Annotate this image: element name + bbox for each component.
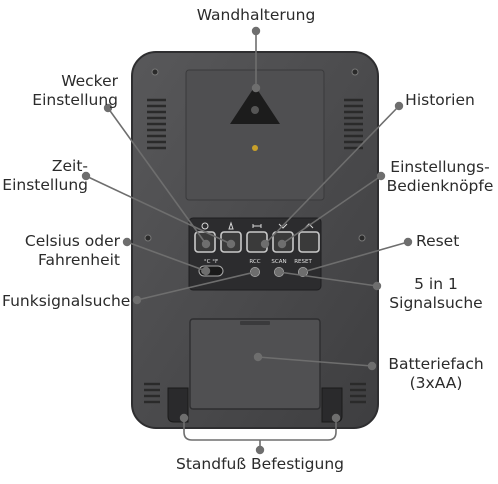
battery-latch	[240, 321, 270, 325]
label-stand-text: Standfuß Befestigung	[176, 455, 344, 473]
leader-dots	[81, 26, 413, 455]
label-celsius-fahrenheit: Celsius oder Fahrenheit	[2, 232, 120, 270]
reset-text: RESET	[294, 259, 312, 265]
label-reset-text: Reset	[416, 232, 460, 250]
label-signal-line1: 5 in 1	[414, 275, 458, 293]
chevron-down-icon	[278, 223, 288, 229]
button-panel	[188, 217, 322, 291]
label-alarm-setting: Wecker Einstellung	[4, 72, 118, 110]
vent-grille-left-bottom	[144, 382, 160, 404]
vent-grille-right-bottom	[350, 382, 366, 404]
upper-panel	[185, 69, 325, 201]
vent-grille-right-top	[344, 98, 363, 150]
label-wall-mount: Wandhalterung	[193, 6, 319, 25]
label-radio-search: Funksignalsuche	[2, 292, 136, 311]
label-stand: Standfuß Befestigung	[150, 455, 370, 474]
label-signal-search: 5 in 1 Signalsuche	[384, 275, 488, 313]
rcc-text: RCC	[249, 259, 260, 265]
label-alarm-line2: Einstellung	[32, 91, 118, 109]
bell-icon	[228, 221, 234, 230]
switch-text: °C °F	[204, 259, 218, 265]
vent-grille-left-top	[147, 98, 166, 150]
label-wall-mount-text: Wandhalterung	[196, 6, 316, 24]
label-celsius-line2: Fahrenheit	[38, 251, 120, 269]
label-time-line1: Zeit-	[51, 157, 88, 175]
label-battery-line2: (3xAA)	[409, 374, 463, 392]
label-battery: Batteriefach (3xAA)	[380, 355, 492, 393]
label-battery-line1: Batteriefach	[388, 355, 484, 373]
label-radio-search-text: Funksignalsuche	[2, 292, 131, 310]
label-alarm-line1: Wecker	[61, 72, 118, 90]
label-settings-buttons: Einstellungs- Bedienknöpfe	[384, 158, 496, 196]
wall-mount-hook	[230, 86, 280, 151]
label-time-setting: Zeit- Einstellung	[0, 157, 88, 195]
label-history: Historien	[388, 91, 492, 110]
battery-compartment	[189, 318, 321, 410]
leader-lines	[85, 32, 409, 450]
scan-text: SCAN	[271, 259, 286, 265]
history-icon	[252, 224, 262, 228]
label-reset: Reset	[416, 232, 476, 251]
up-button[interactable]	[298, 231, 320, 253]
screw-holes	[144, 68, 366, 242]
label-celsius-line1: Celsius oder	[24, 232, 120, 250]
clock-icon	[201, 222, 209, 230]
label-settings-line2: Bedienknöpfe	[386, 177, 494, 195]
label-history-text: Historien	[405, 91, 475, 109]
stand-feet	[167, 387, 343, 423]
label-time-line2: Einstellung	[2, 176, 88, 194]
label-settings-line1: Einstellungs-	[390, 158, 490, 176]
label-signal-line2: Signalsuche	[389, 294, 483, 312]
